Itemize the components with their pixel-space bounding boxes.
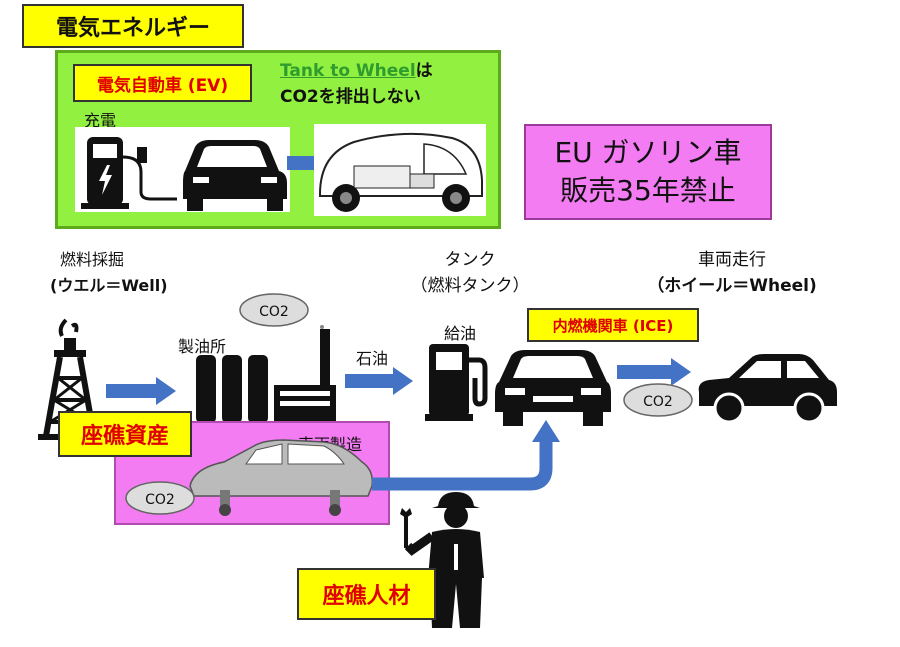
ice-label: 内燃機関車 (ICE): [527, 308, 699, 342]
gas-pump-icon: [425, 344, 488, 421]
co2-cloud-label: CO2: [145, 492, 175, 508]
electric-energy-label: 電気エネルギー: [22, 4, 244, 48]
stage-mining-label: 燃料採掘 (ウエル＝Well): [50, 250, 168, 295]
oil-label: 石油: [356, 349, 389, 368]
co2-cloud-label: CO2: [259, 304, 289, 320]
refuel-label: 給油: [444, 324, 477, 343]
charger-icon: [81, 137, 177, 209]
ev-label: 電気自動車 (EV): [73, 64, 252, 102]
ice-to-wheel-arrow: [617, 358, 691, 386]
ice-car-front-icon: [495, 350, 611, 426]
charge-label: 充電: [84, 111, 117, 130]
exhaust-co2-cloud: CO2: [623, 383, 693, 417]
fossil-talent-label: 座礁人材: [297, 568, 436, 620]
charging-car-illustration: [81, 137, 287, 211]
car-body-frame-illustration: [189, 439, 374, 516]
manufacturing-co2-cloud: CO2: [125, 481, 195, 515]
fossil-assets-label: 座礁資産: [58, 411, 192, 457]
tank-to-wheel-text: Tank to Wheel: [280, 61, 416, 81]
charging-station-card: [75, 127, 290, 212]
stage-wheel-label: 車両走行 （ホイール＝Wheel): [647, 250, 817, 296]
refinery-label: 製油所: [178, 337, 227, 356]
tank-to-wheel-note: Tank to Wheelは CO2を排出しない: [280, 61, 433, 107]
ev-cutaway-illustration: [319, 132, 483, 212]
ev-cutaway-card: [314, 124, 486, 216]
refinery-co2-cloud: CO2: [239, 293, 309, 327]
driving-car-side-icon: [698, 354, 837, 424]
worker-with-wrench-icon: [400, 492, 484, 628]
co2-cloud-label: CO2: [643, 394, 673, 410]
eu-ban-box: EU ガソリン車 販売35年禁止: [524, 124, 772, 220]
well-to-refinery-arrow: [106, 377, 176, 405]
stage-tank-label: タンク （燃料タンク）: [410, 250, 530, 296]
ev-car-front-icon: [183, 140, 287, 211]
refinery-to-tank-arrow: [345, 367, 413, 395]
refinery-icon: [194, 325, 340, 425]
manufacturing-to-ice-arrow: [372, 420, 560, 491]
